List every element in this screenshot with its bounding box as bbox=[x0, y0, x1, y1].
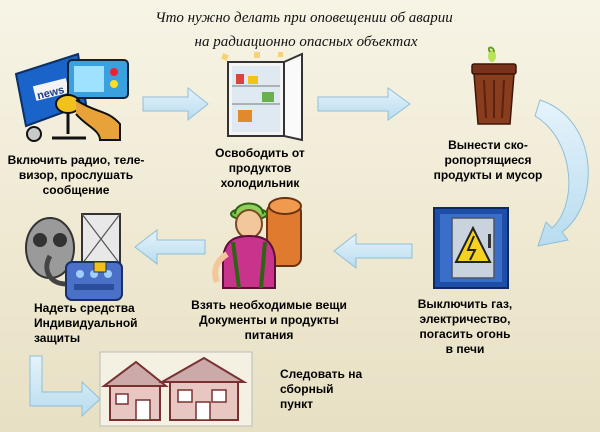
arrow-step6-to-step7 bbox=[29, 355, 101, 418]
arrow-step2-to-step3 bbox=[317, 87, 411, 121]
arrow-step1-to-step2 bbox=[142, 86, 209, 122]
step-label-take-belongings: Взять необходимые вещи Документы и проду… bbox=[191, 298, 347, 342]
step-label-empty-fridge: Освободить от продуктов холодильник bbox=[215, 146, 305, 190]
arrow-step3-to-step4 bbox=[534, 99, 589, 247]
diagram-title-line-2: на радиационно опасных объектах bbox=[194, 34, 418, 50]
electrical-panel-icon bbox=[430, 206, 512, 290]
hiker-backpack-icon bbox=[205, 192, 305, 289]
arrow-step5-to-step6 bbox=[134, 228, 206, 266]
step-label-listen-broadcast: Включить радио, теле- визор, прослушать … bbox=[7, 153, 145, 197]
step-label-protective-equipment: Надеть средства Индивидуальной защиты bbox=[34, 301, 138, 345]
houses-icon bbox=[99, 351, 253, 427]
step-label-take-out-trash: Вынести ско- ропортящиеся продукты и мус… bbox=[433, 138, 543, 182]
arrow-step4-to-step5 bbox=[333, 232, 413, 270]
gas-mask-icon bbox=[20, 210, 126, 302]
trash-bin-icon bbox=[464, 44, 524, 130]
diagram-title-line-1: Что нужно делать при оповещении об авари… bbox=[155, 10, 453, 26]
step-label-turn-off-utilities: Выключить газ, электричество, погасить о… bbox=[417, 297, 513, 356]
radio-tv-icon: news bbox=[8, 44, 138, 146]
step-label-go-to-assembly-point: Следовать на сборный пункт bbox=[280, 367, 363, 411]
refrigerator-icon bbox=[218, 52, 304, 142]
